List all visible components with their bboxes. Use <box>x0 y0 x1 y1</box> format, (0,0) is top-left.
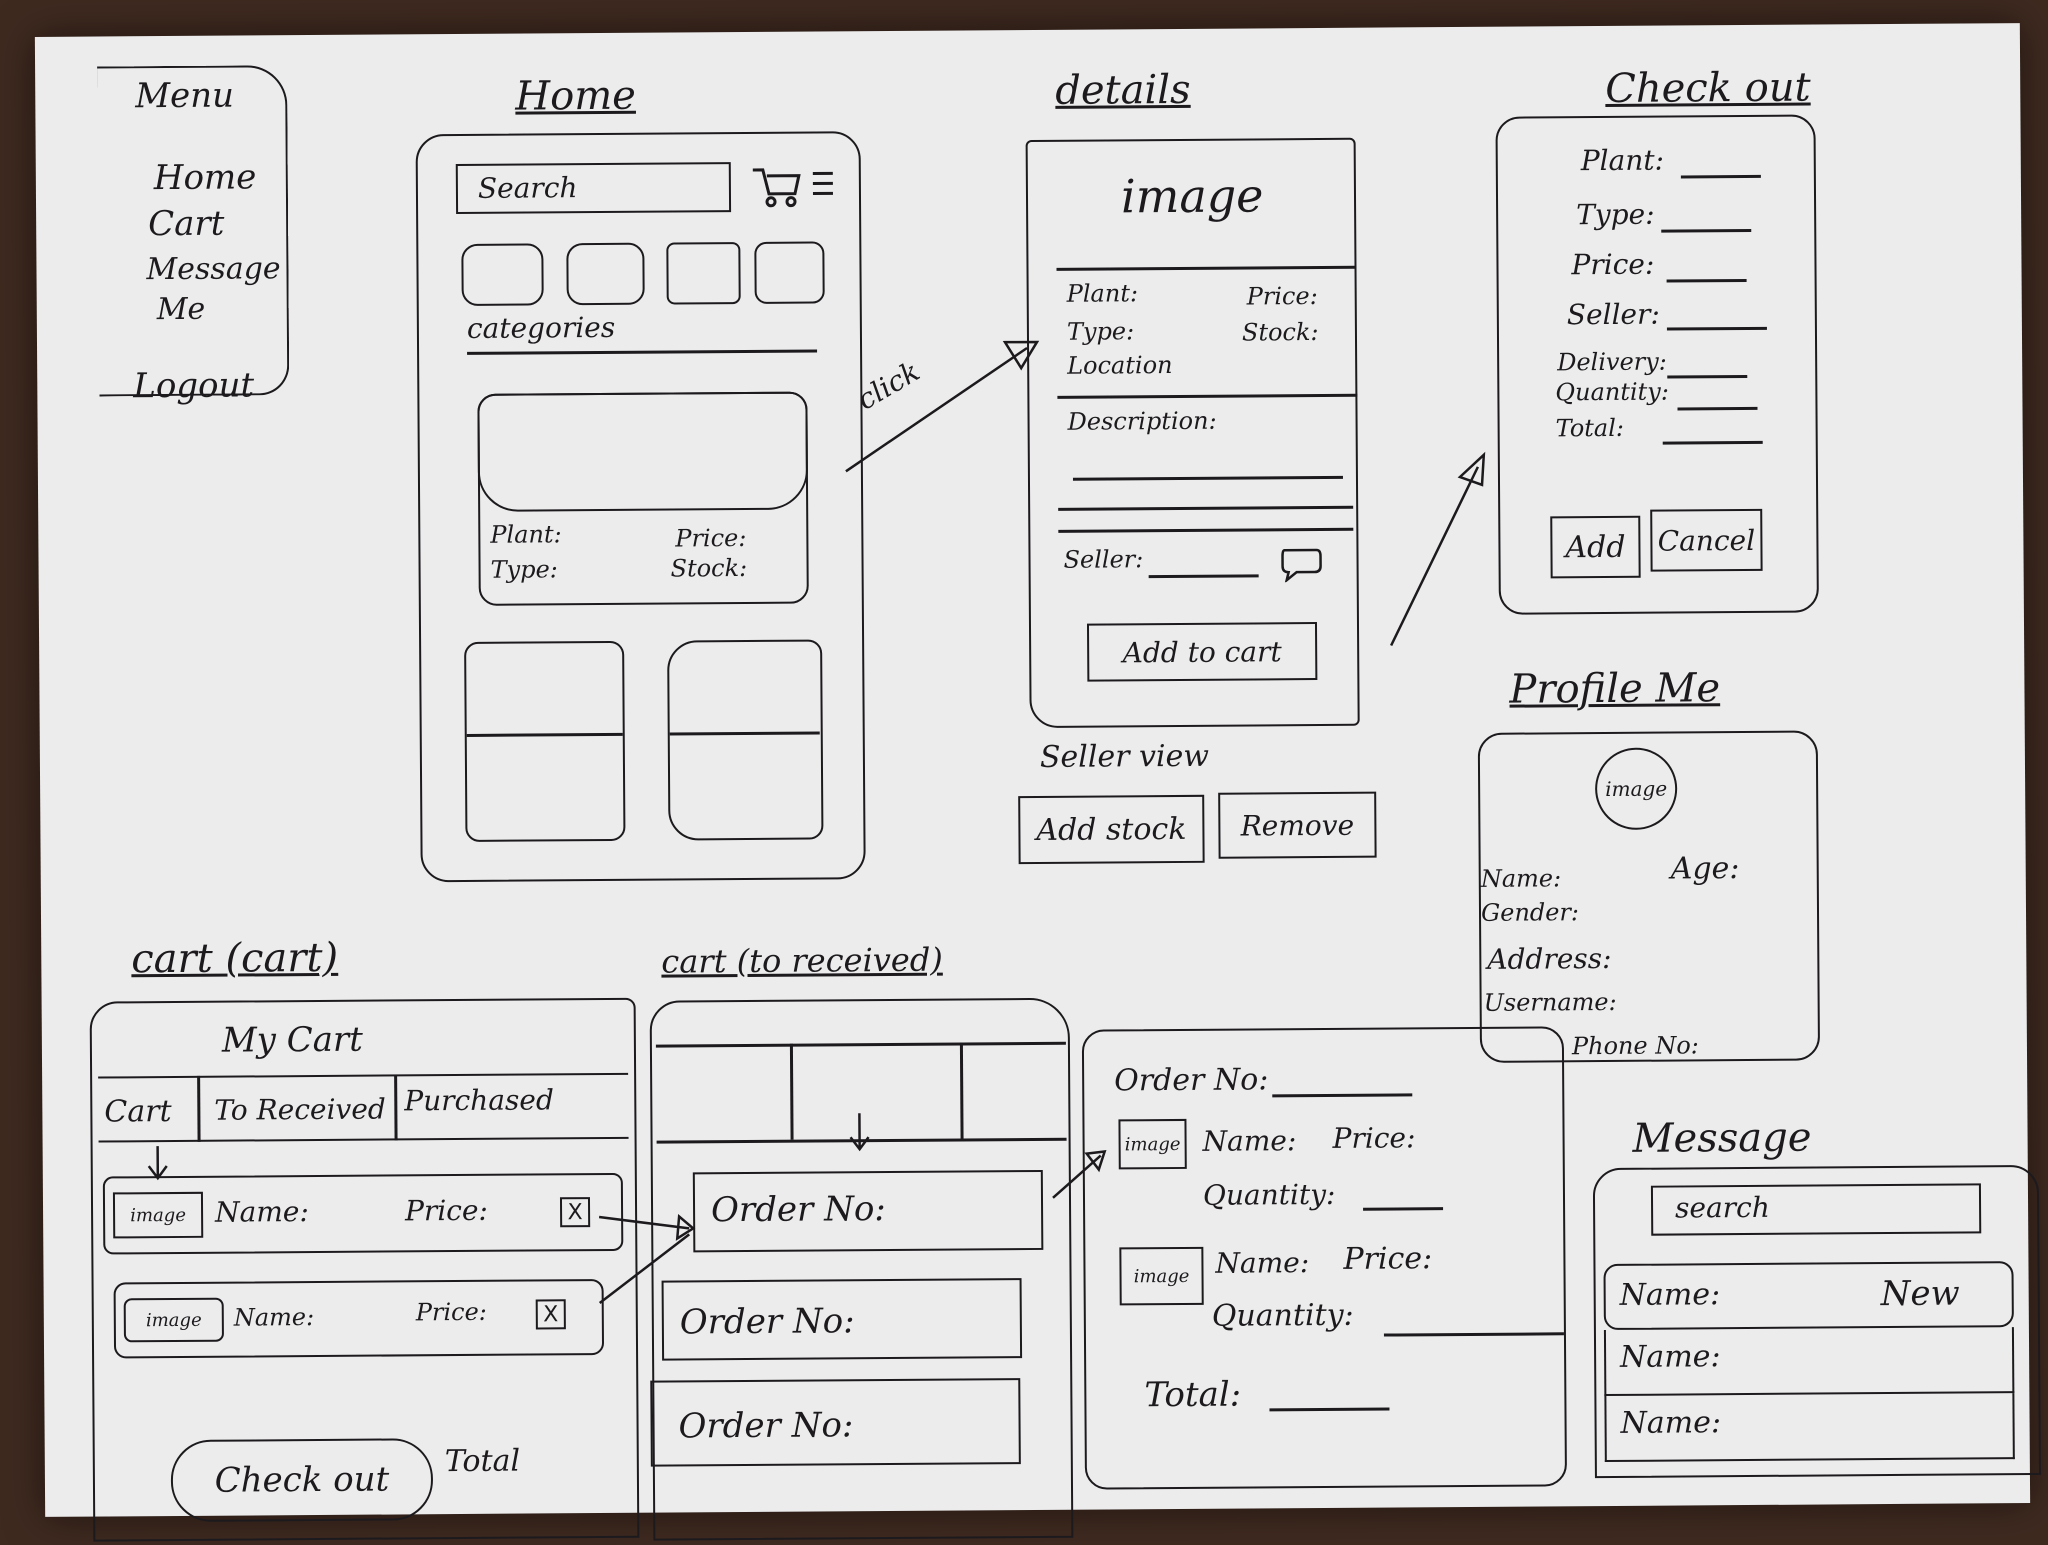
chat-bubble-icon[interactable] <box>1278 546 1322 586</box>
arrow-head <box>1002 340 1040 371</box>
arrow-head <box>1457 451 1486 487</box>
flow-arrows <box>598 340 1486 1305</box>
down-arrow-icon <box>844 1111 874 1157</box>
paper-sheet: Menu Home Cart Message Me Logout Home Se… <box>34 23 2041 1542</box>
cart-icon[interactable] <box>751 164 801 214</box>
hamburger-menu-icon[interactable] <box>811 169 835 203</box>
arrow-head <box>675 1213 696 1241</box>
arrow-cart2-to-received <box>598 1233 690 1305</box>
arrow-head <box>1084 1150 1107 1173</box>
arrow-cart-to-received <box>598 1215 690 1230</box>
arrow-details-to-checkout <box>1390 466 1480 647</box>
down-arrow-icon <box>143 1144 173 1186</box>
arrow-home-to-details <box>845 346 1028 473</box>
